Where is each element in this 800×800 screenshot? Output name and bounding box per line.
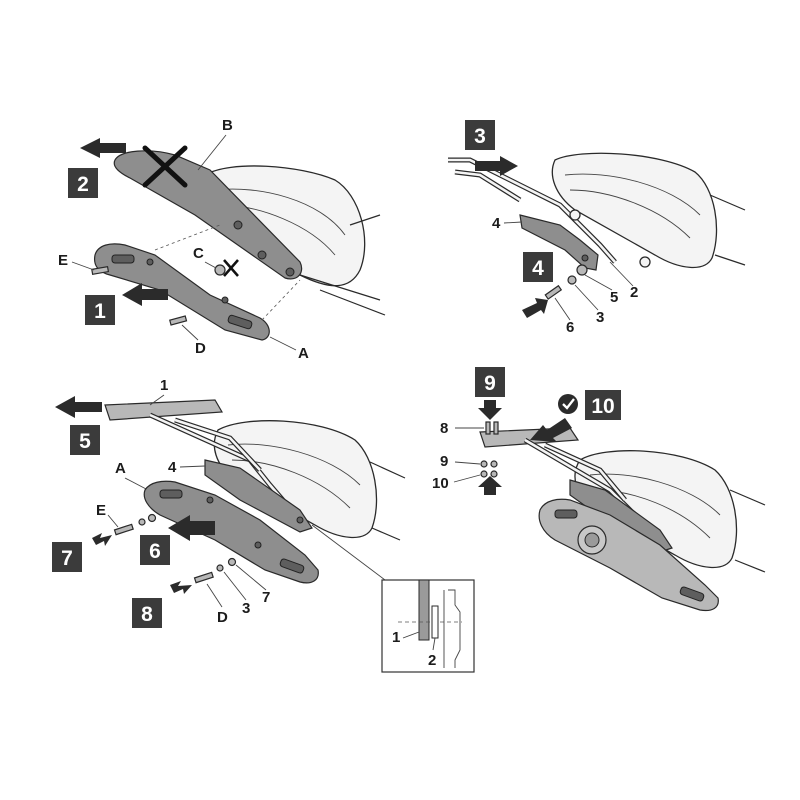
step-badge-4 bbox=[523, 252, 553, 282]
prohibited-cross-icon bbox=[142, 145, 188, 188]
push-arrow-icon bbox=[530, 418, 572, 442]
label-a: A bbox=[298, 345, 309, 362]
label-10: 10 bbox=[432, 475, 449, 492]
label-1: 1 bbox=[160, 377, 168, 394]
push-arrow-icon bbox=[55, 396, 102, 418]
step-number-1: 1 bbox=[94, 300, 106, 323]
step-number-6: 6 bbox=[149, 540, 161, 563]
label-4: 4 bbox=[492, 215, 501, 232]
step-number-5: 5 bbox=[79, 430, 91, 453]
prohibited-cross-icon-small bbox=[223, 259, 239, 277]
push-arrow-icon bbox=[80, 138, 126, 158]
step-badge-2 bbox=[68, 168, 98, 198]
push-arrow-icon bbox=[168, 515, 215, 541]
label-6: 6 bbox=[566, 319, 574, 336]
panel-step-5-8: 5 1 4 A 6 E 7 bbox=[52, 377, 475, 673]
label-d: D bbox=[195, 340, 206, 357]
push-arrow-icon bbox=[522, 298, 548, 318]
label-9: 9 bbox=[440, 453, 448, 470]
label-e2: E bbox=[96, 502, 106, 519]
step-badge-8 bbox=[132, 598, 162, 628]
bracket-a3 bbox=[538, 498, 719, 612]
step-number-3: 3 bbox=[474, 125, 486, 148]
label-c: C bbox=[193, 245, 204, 262]
label-8: 8 bbox=[440, 420, 448, 437]
panel-step-9-10: 9 8 9 10 10 bbox=[432, 367, 766, 612]
step-badge-10 bbox=[585, 390, 621, 420]
step-number-8: 8 bbox=[141, 603, 153, 626]
label-5: 5 bbox=[610, 289, 618, 306]
panel-step-3-4: 3 4 4 2 5 3 6 bbox=[448, 120, 746, 336]
label-3: 3 bbox=[596, 309, 604, 326]
step-number-10: 10 bbox=[591, 395, 614, 418]
rack-plate bbox=[104, 399, 224, 421]
step-badge-1 bbox=[85, 295, 115, 325]
label-b: B bbox=[222, 117, 233, 134]
detail-inset: 1 2 bbox=[381, 579, 475, 673]
push-arrow-icon bbox=[478, 476, 502, 495]
label-a2: A bbox=[115, 460, 126, 477]
original-rail bbox=[113, 150, 303, 280]
seat bbox=[551, 152, 718, 269]
label-3b: 3 bbox=[242, 600, 250, 617]
step-badge-3 bbox=[465, 120, 495, 150]
bracket-4 bbox=[204, 459, 313, 533]
step-badge-5 bbox=[70, 425, 100, 455]
step-number-4: 4 bbox=[532, 257, 544, 280]
step-badge-6 bbox=[140, 535, 170, 565]
detail-label-2: 2 bbox=[428, 652, 436, 669]
step-badge-7 bbox=[52, 542, 82, 572]
label-d2: D bbox=[217, 609, 228, 626]
push-arrow-icon bbox=[475, 156, 518, 176]
step-number-9: 9 bbox=[484, 372, 496, 395]
push-arrow-icon bbox=[92, 533, 112, 546]
label-e: E bbox=[58, 252, 68, 269]
label-4b: 4 bbox=[168, 459, 177, 476]
detail-label-1: 1 bbox=[392, 629, 400, 646]
check-icon bbox=[558, 394, 578, 414]
bracket-4 bbox=[519, 214, 599, 271]
push-arrow-icon bbox=[122, 283, 168, 306]
step-number-2: 2 bbox=[77, 173, 89, 196]
label-2: 2 bbox=[630, 284, 638, 301]
push-arrow-icon bbox=[478, 400, 502, 420]
push-arrow-icon bbox=[170, 581, 192, 594]
step-badge-9 bbox=[475, 367, 505, 397]
label-7: 7 bbox=[262, 589, 270, 606]
bracket-a2 bbox=[143, 480, 319, 584]
panel-step-1-2: 2 B E C D A 1 bbox=[58, 117, 386, 362]
step-number-7: 7 bbox=[61, 547, 73, 570]
